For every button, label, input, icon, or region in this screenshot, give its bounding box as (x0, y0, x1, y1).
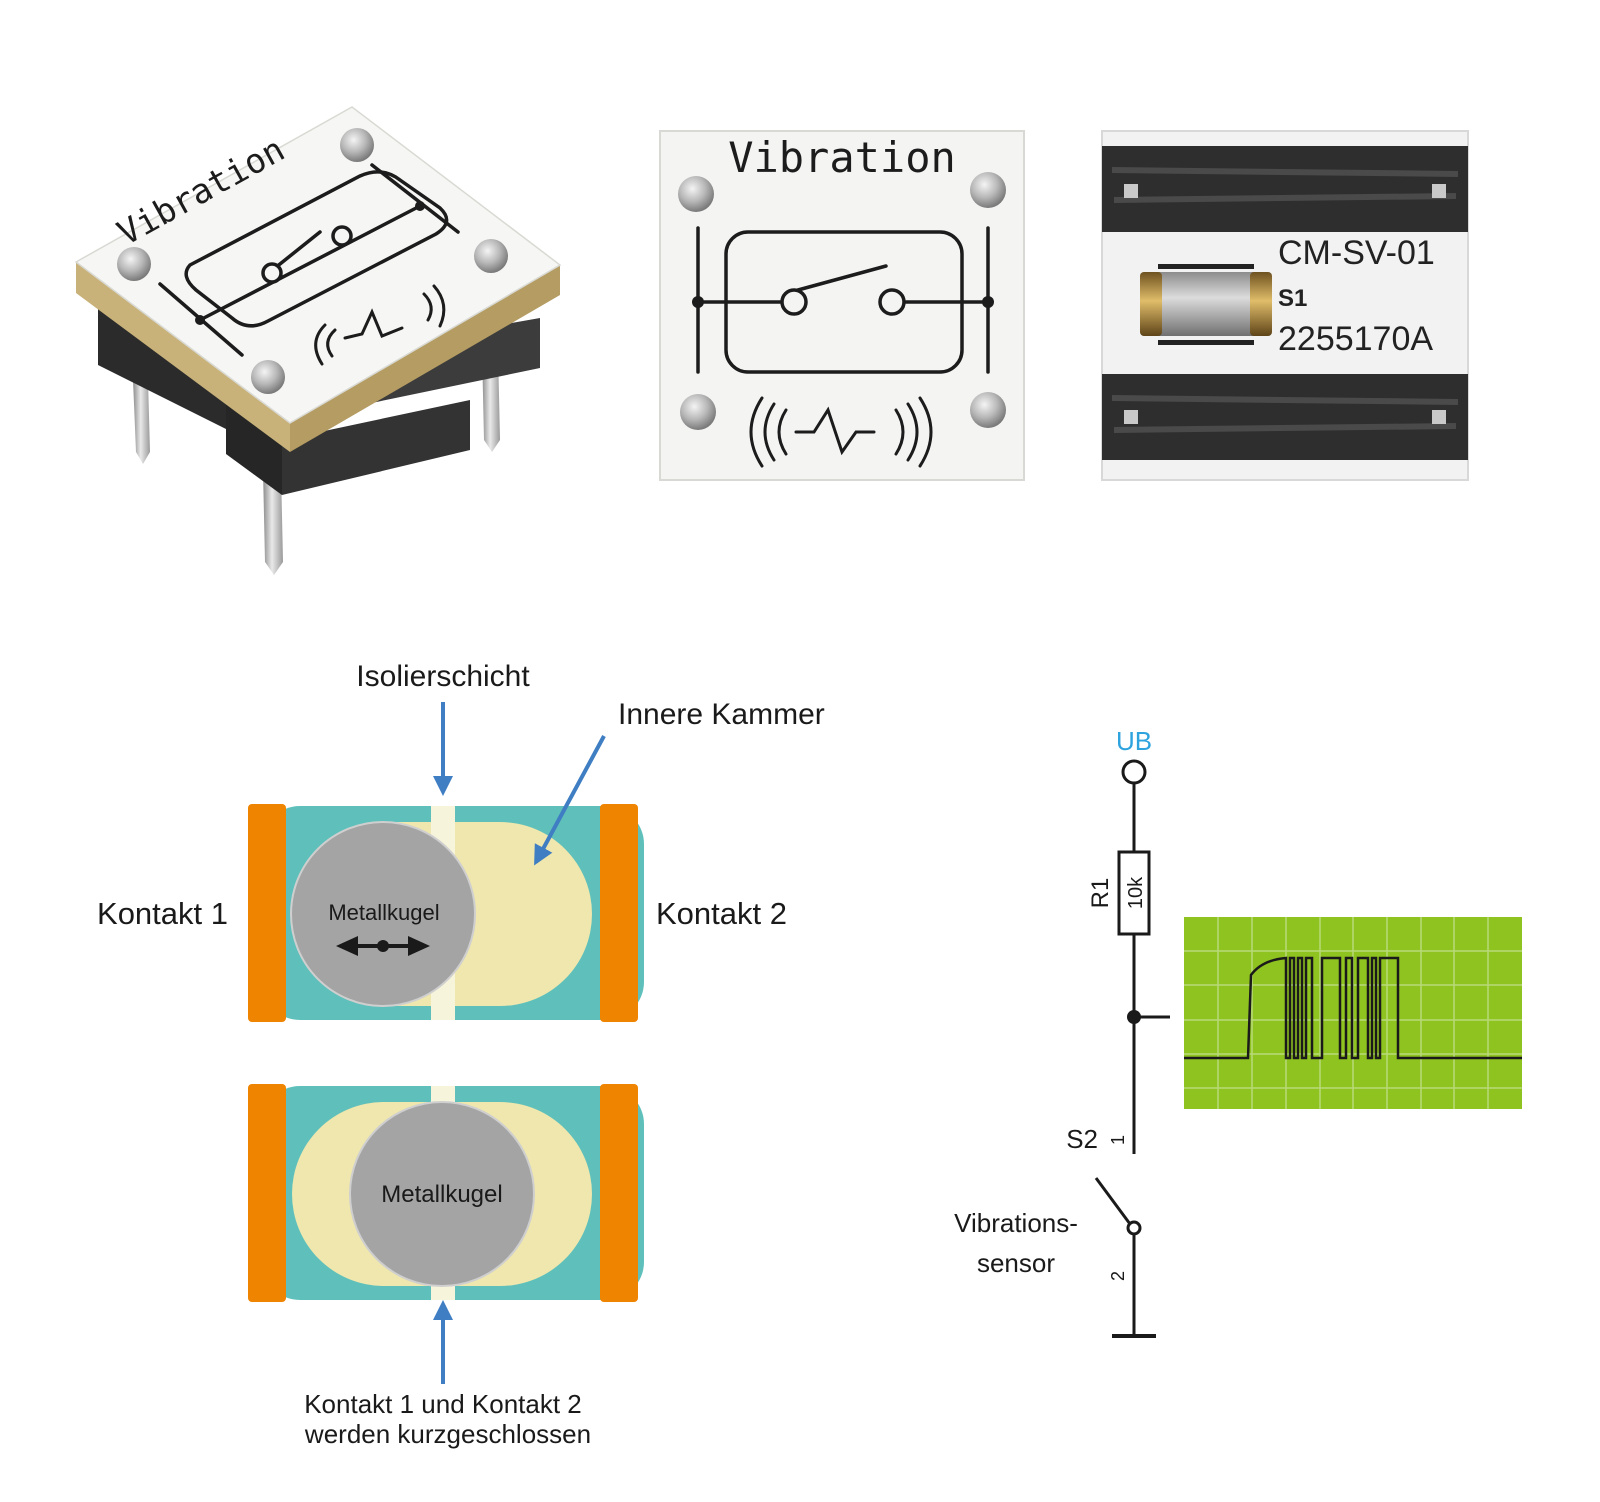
silk-line (1158, 340, 1254, 345)
switch-desc-line-1: Vibrations- (954, 1208, 1078, 1238)
resistor-ref: R1 (1087, 878, 1114, 909)
metal-ball (290, 821, 476, 1007)
motion-arrow-icon (336, 936, 430, 956)
photo-module-front: Vibration (659, 130, 1025, 481)
silk-line (1158, 264, 1254, 269)
pin-header (282, 400, 470, 495)
screw (970, 392, 1006, 428)
header-pad (1124, 410, 1138, 424)
switch-contact (1126, 1220, 1142, 1236)
label-contact-2: Kontakt 2 (656, 896, 787, 931)
pcb-front (659, 130, 1025, 481)
screw (251, 360, 285, 394)
pcb-edge (290, 265, 560, 452)
pin (133, 380, 150, 464)
pcb-top (74, 106, 562, 424)
photo-module-angled: Vibration (74, 106, 562, 575)
contact-2 (600, 804, 638, 1022)
switch-blade (1094, 1177, 1132, 1225)
photo-module-back: CM-SV-01 S1 2255170A (1101, 130, 1469, 481)
contact-1 (248, 1084, 286, 1302)
label-inner-chamber: Innere Kammer (618, 698, 825, 731)
junction-dot (982, 296, 994, 308)
screw (474, 239, 508, 273)
caption-line-2: werden kurzgeschlossen (304, 1419, 591, 1449)
supply-terminal (1121, 759, 1147, 785)
sensor-end-cap (1250, 272, 1272, 336)
oscilloscope-display (1184, 917, 1522, 1109)
screw (678, 176, 714, 212)
cross-section-open: Metallkugel (248, 804, 644, 1022)
header-pad (1432, 410, 1446, 424)
pin-1: 1 (1108, 1135, 1128, 1145)
junction-dot (415, 201, 425, 211)
pin-header-bottom (1102, 374, 1468, 460)
ball-label: Metallkugel (328, 900, 439, 925)
sensor-end-cap (1140, 272, 1162, 336)
silkscreen-switch-symbol (696, 226, 990, 374)
screw (970, 172, 1006, 208)
header-pad (1432, 184, 1446, 198)
module-label-front: Vibration (728, 133, 956, 182)
scope-trace (1184, 956, 1522, 1060)
screw (340, 128, 374, 162)
cross-section-closed: Metallkugel (248, 1084, 644, 1302)
pin-header (226, 398, 282, 495)
schematic: UB 10k R1 S2 1 2 Vibrations- sensor (954, 726, 1170, 1338)
supply-label: UB (1116, 726, 1152, 756)
switch-desc-line-2: sensor (977, 1248, 1055, 1278)
junction-dot (692, 296, 704, 308)
back-label-ref: S1 (1278, 285, 1307, 312)
back-label-part: CM-SV-01 (1278, 234, 1435, 272)
screw (117, 247, 151, 281)
screw (680, 394, 716, 430)
ball-label: Metallkugel (381, 1181, 502, 1208)
switch-ref: S2 (1066, 1124, 1098, 1154)
vibration-glyph-front (749, 396, 933, 468)
pcb-edge (76, 262, 290, 452)
label-insulation: Isolierschicht (356, 660, 530, 693)
pin-header-top (1102, 146, 1468, 232)
vibration-glyph-angled (314, 284, 446, 366)
pin (263, 470, 283, 575)
resistor-r1 (1117, 850, 1151, 936)
silkscreen-switch-symbol (158, 163, 460, 357)
arrow-inner-chamber (534, 735, 606, 866)
metal-ball (349, 1101, 535, 1287)
sensor-cylinder (1144, 272, 1268, 336)
pin-header (98, 303, 232, 432)
caption-line-1: Kontakt 1 und Kontakt 2 (304, 1389, 582, 1419)
resistor-value: 10k (1125, 876, 1147, 909)
junction-dot (195, 315, 205, 325)
contact-1 (248, 804, 286, 1022)
pin-2: 2 (1108, 1271, 1128, 1281)
label-contact-1: Kontakt 1 (97, 896, 228, 931)
header-texture (1111, 167, 1459, 433)
contact-2 (600, 1084, 638, 1302)
header-pad (1124, 184, 1138, 198)
back-label-serial: 2255170A (1278, 320, 1433, 358)
